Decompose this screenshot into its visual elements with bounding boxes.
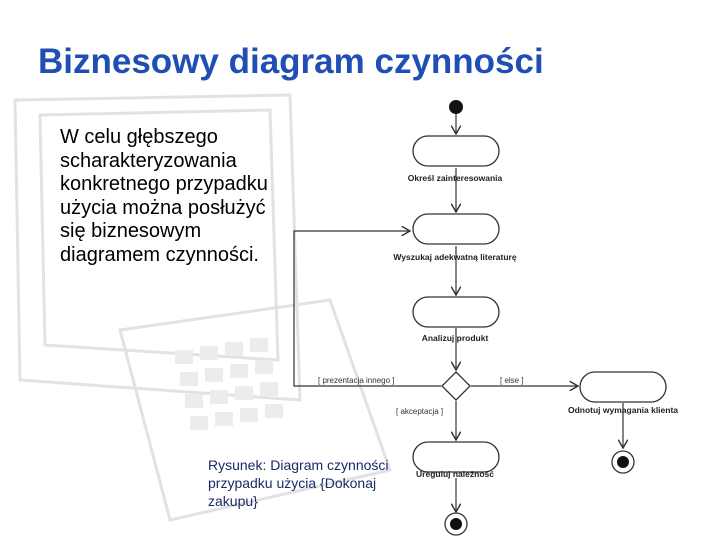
activity-label-interests: Określ zainteresowania [408,173,503,183]
activity-node-analyze [412,296,500,328]
activity-node-interests [412,135,500,167]
activity-label-search: Wyszukaj adekwatną literaturę [393,252,516,262]
slide-body-text: W celu głębszego scharakteryzowania konk… [60,126,268,266]
final-node-bottom [444,512,468,536]
decision-node [441,371,471,401]
slide-title: Biznesowy diagram czynności [38,42,544,81]
final-node-right [611,450,635,474]
guard-label-other: [ prezentacja innego ] [318,376,395,385]
figure-caption: Rysunek: Diagram czynności przypadku uży… [208,457,389,509]
flow-edges [293,114,623,512]
activity-label-payment: Ureguluj należność [416,469,494,479]
activity-label-requirements: Odnotuj wymagania klienta [568,405,678,415]
activity-node-search [412,213,500,245]
guard-label-accept: [ akceptacja ] [396,407,443,416]
guard-label-else: [ else ] [500,376,524,385]
activity-node-requirements [579,371,667,403]
initial-node [449,100,463,114]
activity-node-payment [412,441,500,473]
activity-label-analyze: Analizuj produkt [422,333,489,343]
